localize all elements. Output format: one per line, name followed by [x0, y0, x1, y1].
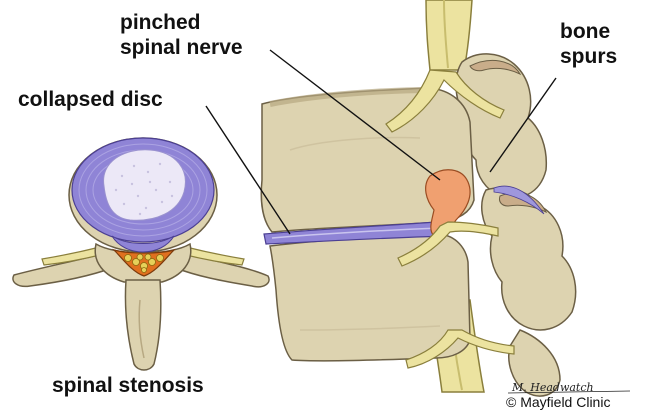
label-bone-spurs-line2: spurs — [560, 45, 617, 68]
label-pinched-nerve-line1: pinched — [120, 11, 201, 34]
axial-vertebra-view — [13, 138, 269, 370]
lower-facet — [482, 188, 576, 330]
lateral-spine-view — [261, 0, 575, 396]
label-spinal-stenosis: spinal stenosis — [52, 374, 204, 397]
copyright-notice: © Mayfield Clinic — [506, 394, 610, 410]
label-bone-spurs-line1: bone — [560, 20, 610, 43]
label-pinched-nerve-line2: spinal nerve — [120, 36, 243, 59]
label-collapsed-disc: collapsed disc — [18, 88, 163, 111]
